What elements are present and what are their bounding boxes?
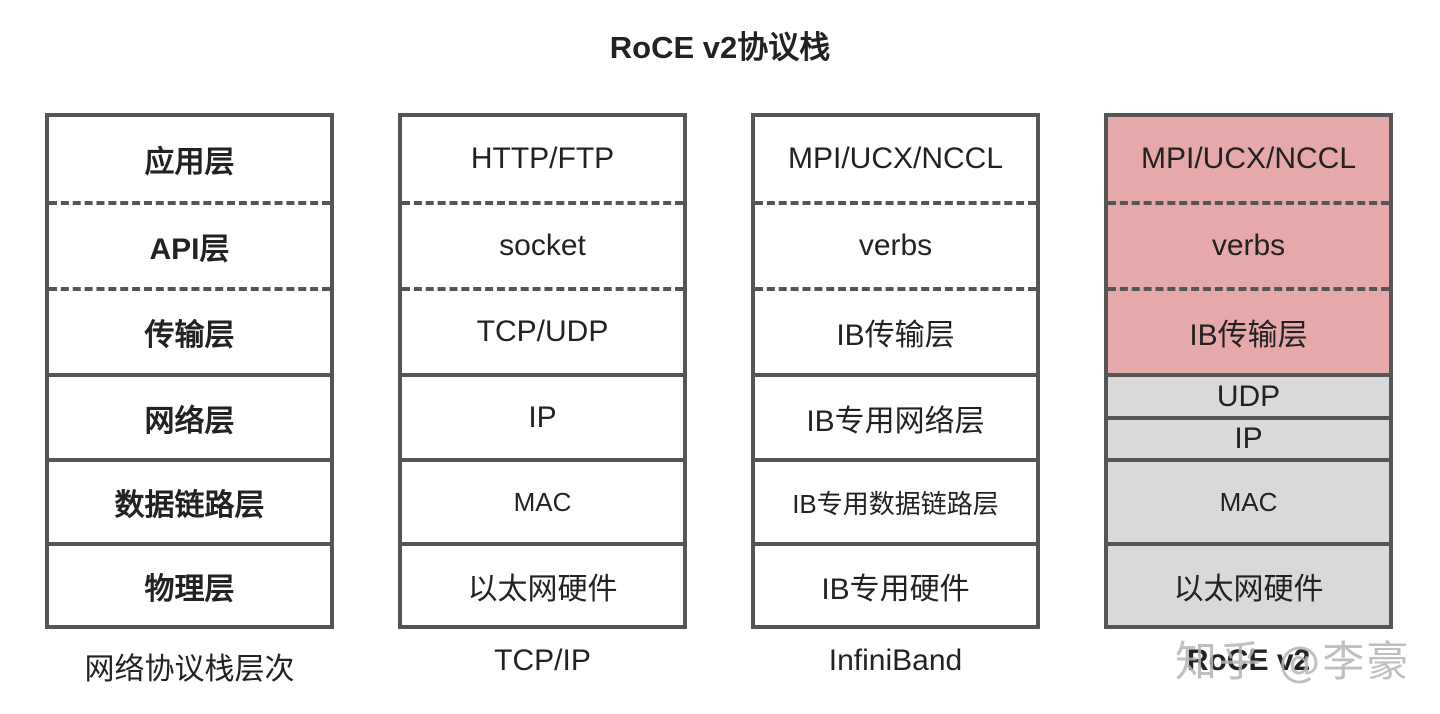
cell-mpi-ucx-nccl: MPI/UCX/NCCL [787, 142, 1004, 175]
caption-infiniband: InfiniBand [828, 644, 963, 677]
cell-ethernet-hardware: 以太网硬件 [402, 542, 683, 625]
diagram-title: RoCE v2协议栈 [609, 30, 831, 65]
cell-network-layer: 网络层 [49, 373, 330, 458]
cell-tcp-udp: TCP/UDP [402, 287, 683, 373]
cell-api-layer: API层 [49, 201, 330, 287]
cell-ib-transport: IB传输层 [755, 287, 1036, 373]
cell-socket: socket [402, 201, 683, 287]
cell-ib-hardware: IB专用硬件 [755, 542, 1036, 625]
cell-ip: IP [1108, 416, 1389, 458]
cell-transport-layer: 传输层 [49, 287, 330, 373]
caption-layer-names: 网络协议栈层次 [84, 653, 295, 686]
cell-http-ftp: HTTP/FTP [470, 142, 615, 175]
cell-physical-layer: 物理层 [49, 542, 330, 625]
cell-mac: MAC [1108, 458, 1389, 542]
stack-layer-names: 应用层 API层 传输层 网络层 数据链路层 物理层 [45, 113, 334, 629]
stack-tcpip: HTTP/FTP socket TCP/UDP IP MAC 以太网硬件 [398, 113, 687, 629]
cell-verbs: verbs [1108, 201, 1389, 287]
cell-ib-datalink: IB专用数据链路层 [755, 458, 1036, 542]
cell-datalink-layer: 数据链路层 [49, 458, 330, 542]
cell-ethernet-hardware: 以太网硬件 [1108, 542, 1389, 625]
cell-verbs: verbs [755, 201, 1036, 287]
stack-infiniband: MPI/UCX/NCCL verbs IB传输层 IB专用网络层 IB专用数据链… [751, 113, 1040, 629]
cell-udp: UDP [1108, 373, 1389, 416]
cell-mpi-ucx-nccl: MPI/UCX/NCCL [1108, 117, 1389, 201]
cell-ib-transport: IB传输层 [1108, 287, 1389, 373]
cell-ip: IP [402, 373, 683, 458]
caption-rocev2: RoCE v2 [1186, 644, 1311, 677]
watermark: 知乎 @李豪 [1175, 637, 1411, 686]
cell-application-layer: 应用层 [144, 146, 235, 179]
stack-rocev2: MPI/UCX/NCCL verbs IB传输层 UDP IP MAC 以太网硬… [1104, 113, 1393, 629]
caption-tcpip: TCP/IP [494, 644, 591, 677]
cell-mac: MAC [402, 458, 683, 542]
cell-ib-network: IB专用网络层 [755, 373, 1036, 458]
